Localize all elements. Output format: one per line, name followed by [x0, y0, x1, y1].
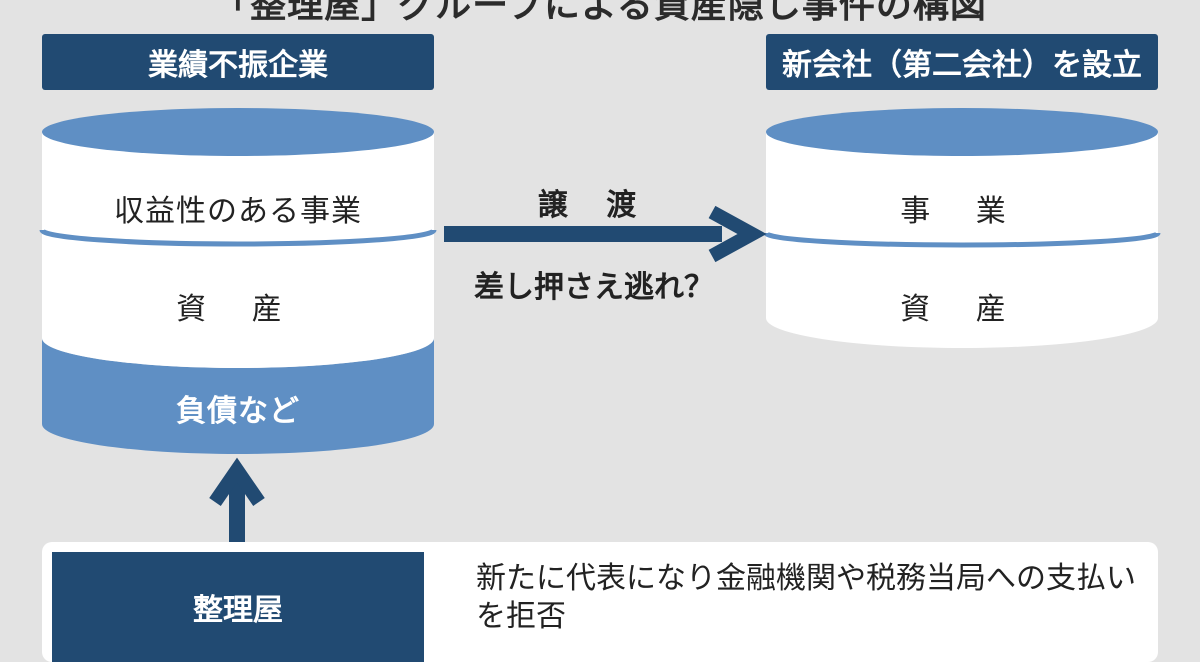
- left-cylinder: [39, 108, 437, 454]
- right-cylinder-divider: [763, 231, 1161, 248]
- right-cylinder-top: [766, 108, 1158, 156]
- right-business-text: 事 業: [900, 194, 1024, 229]
- transfer-label: 譲 渡: [537, 188, 651, 223]
- debts-text: 負債など: [176, 394, 300, 429]
- seizure-evasion-label: 差し押さえ逃れ？: [474, 270, 714, 305]
- left-cylinder-top: [42, 108, 434, 156]
- liquidator-label: 整理屋: [52, 552, 424, 662]
- left-assets-text: 資 産: [176, 292, 300, 327]
- up-arrow: [209, 457, 265, 544]
- right-cylinder-body: [766, 132, 1158, 348]
- liquidator-description: 新たに代表になり金融機関や税務当局への支払いを拒否: [476, 561, 1136, 634]
- new-company-label: 新会社（第二会社）を設立: [766, 34, 1158, 90]
- transfer-arrow: [444, 205, 767, 263]
- left-cylinder-divider: [39, 228, 437, 247]
- left-cylinder-body: [42, 132, 434, 368]
- right-assets-text: 資 産: [900, 292, 1024, 327]
- right-cylinder: [763, 108, 1161, 348]
- diagram-graphics: [39, 108, 1161, 544]
- diagram-title: 「整理屋」グループによる資産隠し事件の構図: [213, 0, 987, 26]
- profitable-business-text: 収益性のある事業: [114, 194, 362, 229]
- troubled-company-label: 業績不振企業: [42, 34, 434, 90]
- left-cylinder-debt-layer: [42, 338, 434, 454]
- bottom-panel: 整理屋 新たに代表になり金融機関や税務当局への支払いを拒否: [42, 542, 1158, 662]
